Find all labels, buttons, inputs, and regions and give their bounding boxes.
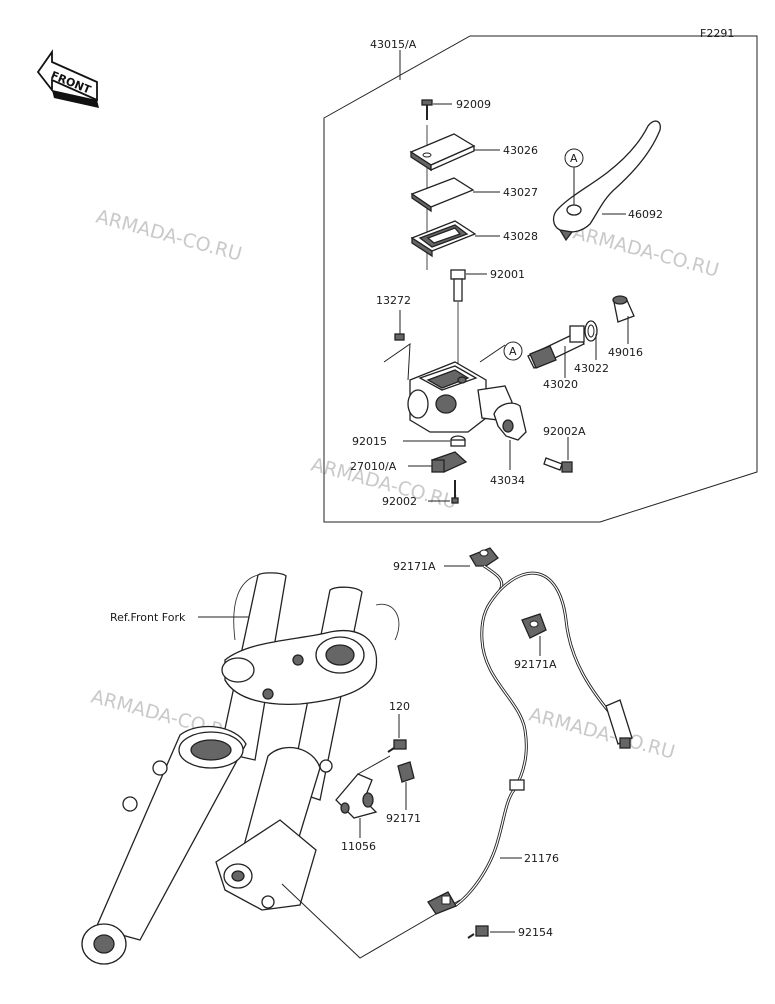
diagram-code: F2291	[700, 27, 734, 40]
switch-27010a: 27010/A	[350, 451, 468, 473]
brake-lever-46092: 46092 A	[552, 120, 663, 242]
bracket-11056: 11056	[335, 755, 391, 853]
watermark-5: ARMADA-CO.RU	[527, 704, 678, 764]
reservoir-cap-43026: 43026	[409, 133, 538, 172]
part-13272: 13272	[376, 294, 411, 381]
plate-43027: 43027	[410, 177, 538, 213]
watermark-1: ARMADA-CO.RU	[94, 206, 245, 266]
part-label-120: 120	[389, 700, 410, 713]
part-label-92154: 92154	[518, 926, 553, 939]
bolt-92002a: 92002A	[543, 425, 586, 473]
part-label-21176: 21176	[524, 852, 559, 865]
part-label-11056: 11056	[341, 840, 376, 853]
watermarks: ARMADA-CO.RU ARMADA-CO.RU ARMADA-CO.RU A…	[89, 206, 722, 764]
part-label-43015a: 43015/A	[370, 38, 417, 51]
diaphragm-43028: 43028	[410, 220, 538, 258]
screw-92002: 92002	[382, 480, 459, 508]
part-label-27010a: 27010/A	[350, 460, 397, 473]
nut-92015: 92015	[352, 435, 466, 448]
part-label-92015: 92015	[352, 435, 387, 448]
front-arrow-icon: FRONT	[36, 49, 99, 108]
part-label-43020: 43020	[543, 378, 578, 391]
holder-43034: 43034	[490, 402, 527, 487]
pivot-bolt-92001: 92001	[450, 268, 525, 302]
clamp-92171: 92171	[386, 761, 421, 825]
sensor-21176: 21176	[427, 564, 633, 915]
part-label-43034: 43034	[490, 474, 525, 487]
part-label-92171a-lower: 92171A	[514, 658, 557, 671]
watermark-2: ARMADA-CO.RU	[571, 222, 722, 282]
master-cylinder-body: A	[407, 341, 523, 433]
front-fork-ref: Ref.Front Fork	[81, 572, 461, 965]
bolt-92154: 92154	[467, 925, 553, 939]
ref-front-fork-label: Ref.Front Fork	[110, 611, 186, 624]
part-label-92002a: 92002A	[543, 425, 586, 438]
part-label-46092: 46092	[628, 208, 663, 221]
screw-92009: 92009	[421, 98, 491, 120]
piston-43020: 43020	[527, 325, 585, 391]
part-label-92009: 92009	[456, 98, 491, 111]
circlip-43022: 43022	[574, 320, 609, 375]
boot-49016: 49016	[608, 295, 643, 359]
part-label-49016: 49016	[608, 346, 643, 359]
bolt-120: 120	[387, 700, 410, 753]
part-label-13272: 13272	[376, 294, 411, 307]
part-label-43026: 43026	[503, 144, 538, 157]
clamp-92171a-lower: 92171A	[514, 613, 557, 671]
callout-a-body: A	[509, 345, 517, 358]
part-label-43028: 43028	[503, 230, 538, 243]
part-label-43022: 43022	[574, 362, 609, 375]
assembly-frame: 43015/A	[323, 35, 758, 523]
part-label-92171: 92171	[386, 812, 421, 825]
part-label-92171a-top: 92171A	[393, 560, 436, 573]
clamp-92171a-top: 92171A	[393, 547, 499, 573]
part-label-92002: 92002	[382, 495, 417, 508]
callout-a-top: A	[570, 152, 578, 165]
part-label-92001: 92001	[490, 268, 525, 281]
part-label-43027: 43027	[503, 186, 538, 199]
